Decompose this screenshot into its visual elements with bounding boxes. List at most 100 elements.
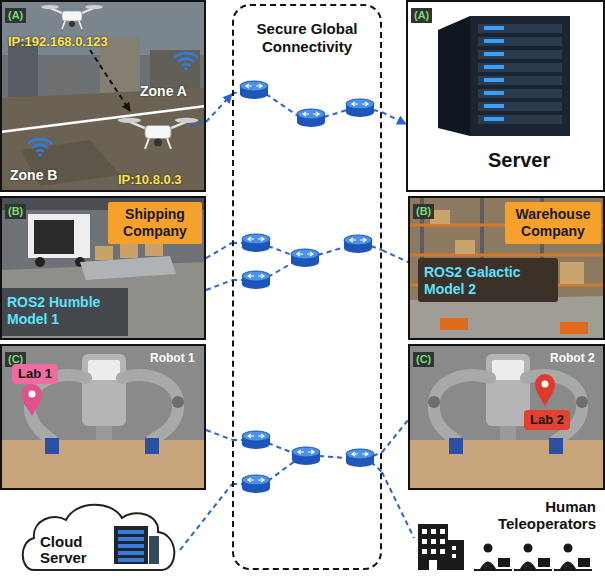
teleoperator-icons	[524, 544, 533, 553]
teleoperator-icons	[554, 569, 592, 571]
robot1-photo	[22, 384, 42, 416]
router-links	[232, 91, 382, 484]
server-rack	[478, 37, 562, 46]
teleoperator-icons	[560, 562, 576, 570]
network-link	[206, 280, 232, 290]
teleoperator-icons	[422, 529, 427, 534]
routers	[240, 81, 268, 99]
text-slot: ROS2 Humble Model 1	[7, 294, 123, 328]
teleoperator-icons	[431, 539, 436, 544]
text-slot: (C)	[413, 349, 434, 367]
company-label: Warehouse Company	[510, 206, 596, 240]
teleoperator-icons	[514, 569, 552, 571]
teleoperator-icons	[431, 529, 436, 534]
ros-label: ROS2 Galactic Model 2	[424, 264, 554, 298]
shipping-photo	[120, 244, 138, 258]
teleoperator-icons	[498, 558, 510, 567]
ros-label: ROS2 Humble Model 1	[7, 294, 123, 328]
teleoperator-icons	[564, 544, 573, 553]
shipping-panel: (B)ROS2 Humble Model 1Shipping Company	[0, 196, 206, 340]
robot2-photo	[408, 440, 605, 490]
teleoperator-icons	[538, 558, 550, 567]
teleoperator-node: Human Teleoperators	[414, 494, 602, 574]
cloud-outline	[149, 536, 159, 564]
teleoperator-icons	[578, 558, 590, 567]
text-slot: Cloud Server	[40, 534, 104, 566]
robot1-photo	[29, 391, 36, 398]
server-rack	[406, 0, 605, 192]
server-rack	[484, 65, 504, 69]
text-slot: (A)	[411, 5, 432, 23]
server-rack	[478, 24, 562, 33]
drone-photo	[8, 42, 38, 97]
routers	[346, 449, 374, 467]
server-rack	[478, 76, 562, 85]
routers	[291, 249, 319, 267]
shipping-photo	[34, 220, 74, 254]
server-rack	[484, 91, 504, 95]
drone-photo	[0, 88, 206, 192]
text-slot: Secure Global Connectivity	[242, 20, 372, 56]
drone-photo	[118, 118, 199, 149]
server-rack	[406, 0, 605, 192]
server-rack	[470, 16, 570, 136]
server-rack	[478, 89, 562, 98]
drone-photo	[41, 5, 103, 29]
routers	[242, 475, 270, 493]
text-slot: Zone B	[10, 166, 57, 184]
robot-label: Robot 2	[550, 351, 595, 365]
zone-label: Zone B	[10, 167, 57, 184]
warehouse-photo	[455, 240, 475, 254]
router-links	[324, 110, 347, 117]
lab-pin-label: Lab 2	[524, 410, 570, 430]
teleoperator-icons	[520, 562, 536, 570]
routers	[242, 234, 270, 252]
robot-label: Robot 1	[150, 351, 195, 365]
network-title: Secure Global Connectivity	[242, 20, 372, 56]
warehouse-photo	[418, 258, 558, 302]
drone-photo	[0, 0, 206, 192]
warehouse-photo	[408, 296, 605, 340]
server-rack	[478, 63, 562, 72]
zone-label: Zone A	[140, 83, 187, 100]
company-label: Shipping Company	[113, 206, 197, 240]
text-slot: Lab 1	[12, 364, 58, 384]
shipping-photo	[28, 214, 90, 258]
teleoperator-icons	[452, 554, 456, 558]
text-slot: Robot 1	[150, 348, 195, 366]
router-links	[266, 94, 298, 116]
server-label: Server	[488, 148, 550, 172]
server-rack	[478, 50, 562, 59]
server-rack	[438, 16, 470, 136]
company-box: Shipping Company	[108, 202, 202, 244]
text-slot: ROS2 Galactic Model 2	[424, 264, 554, 298]
teleoperator-icons	[452, 546, 456, 550]
server-rack	[484, 104, 504, 108]
server-rack	[478, 115, 562, 124]
panel-tag: (A)	[411, 8, 432, 23]
warehouse-photo	[560, 322, 588, 334]
drone-photo	[0, 0, 206, 192]
router-links	[319, 456, 346, 458]
drone-photo	[50, 60, 86, 100]
routers	[292, 447, 320, 465]
text-slot: Human Teleoperators	[484, 498, 596, 532]
drone-photo	[90, 50, 130, 111]
teleoperator-icons	[440, 539, 445, 544]
shipping-photo	[0, 196, 206, 340]
cloud-outline	[118, 530, 144, 534]
router-links	[268, 461, 295, 481]
robot1-photo	[0, 344, 206, 490]
warehouse-photo	[408, 254, 605, 257]
routers	[240, 81, 374, 493]
server-rack	[484, 117, 504, 121]
drone-panel: (A)IP:192.168.0.123Zone AZone BIP:10.8.0…	[0, 0, 206, 192]
robot-panel: (C)Robot 1Lab 1	[0, 344, 206, 490]
teleoperator-icons	[480, 562, 496, 570]
teleoperator-icons	[440, 549, 445, 554]
teleoperator-icons	[484, 544, 493, 553]
text-slot: (B)	[413, 201, 434, 219]
robot2-photo	[542, 381, 549, 388]
